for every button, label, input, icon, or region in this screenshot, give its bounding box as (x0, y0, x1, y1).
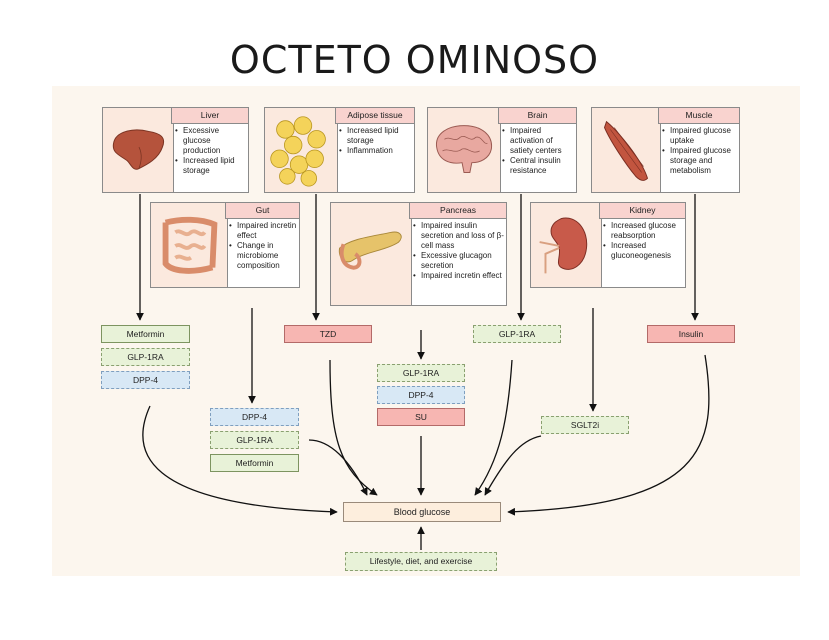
su-box: SU (377, 408, 465, 426)
kidney-bullets: Increased glucose reabsorption Increased… (599, 221, 685, 261)
muscle-card: Muscle Impaired glucose uptake Impaired … (591, 107, 740, 193)
glp1ra-pancreas-box: GLP-1RA (377, 364, 465, 382)
brain-bullet: Central insulin resistance (502, 156, 574, 176)
page-title: OCTETO OMINOSO (229, 38, 600, 82)
kidney-card: Kidney Increased glucose reabsorption In… (530, 202, 686, 288)
gut-card: Gut Impaired incretin effect Change in m… (150, 202, 300, 288)
gut-header: Gut (225, 203, 299, 219)
liver-bullet: Excessive glucose production (175, 126, 246, 156)
brain-header: Brain (498, 108, 576, 124)
liver-bullet: Increased lipid storage (175, 156, 246, 176)
brain-card: Brain Impaired activation of satiety cen… (427, 107, 577, 193)
muscle-bullets: Impaired glucose uptake Impaired glucose… (658, 126, 739, 176)
metformin-liver-box: Metformin (101, 325, 190, 343)
lifestyle-box: Lifestyle, diet, and exercise (345, 552, 497, 571)
adipose-bullet: Inflammation (339, 146, 412, 156)
brain-bullet: Impaired activation of satiety centers (502, 126, 574, 156)
kidney-bullet: Increased gluconeogenesis (603, 241, 683, 261)
gut-bullet: Impaired incretin effect (229, 221, 297, 241)
kidney-header: Kidney (599, 203, 685, 219)
liver-header: Liver (171, 108, 248, 124)
gut-bullets: Impaired incretin effect Change in micro… (225, 221, 299, 271)
gut-icon (151, 203, 228, 287)
dpp4-gut-box: DPP-4 (210, 408, 299, 426)
gut-bullet: Change in microbiome composition (229, 241, 297, 271)
adipose-bullets: Increased lipid storage Inflammation (335, 126, 414, 156)
kidney-icon (531, 203, 602, 287)
muscle-bullet: Impaired glucose storage and metabolism (662, 146, 737, 176)
sglt2i-box: SGLT2i (541, 416, 629, 434)
tzd-box: TZD (284, 325, 372, 343)
glp1ra-gut-box: GLP-1RA (210, 431, 299, 449)
adipose-bullet: Increased lipid storage (339, 126, 412, 146)
insulin-box: Insulin (647, 325, 735, 343)
pancreas-bullet: Impaired insulin secretion and loss of β… (413, 221, 504, 251)
brain-bullets: Impaired activation of satiety centers C… (498, 126, 576, 176)
blood-glucose-box: Blood glucose (343, 502, 501, 522)
liver-card: Liver Excessive glucose production Incre… (102, 107, 249, 193)
metformin-gut-box: Metformin (210, 454, 299, 472)
pancreas-bullet: Impaired incretin effect (413, 271, 504, 281)
dpp4-liver-box: DPP-4 (101, 371, 190, 389)
adipose-header: Adipose tissue (335, 108, 414, 124)
liver-icon (103, 108, 174, 192)
pancreas-card: Pancreas Impaired insulin secretion and … (330, 202, 507, 306)
pancreas-bullet: Excessive glucagon secretion (413, 251, 504, 271)
adipose-cells-icon (265, 108, 338, 192)
muscle-bullet: Impaired glucose uptake (662, 126, 737, 146)
liver-bullets: Excessive glucose production Increased l… (171, 126, 248, 176)
brain-icon (428, 108, 501, 192)
dpp4-pancreas-box: DPP-4 (377, 386, 465, 404)
muscle-header: Muscle (658, 108, 739, 124)
glp1ra-liver-box: GLP-1RA (101, 348, 190, 366)
pancreas-bullets: Impaired insulin secretion and loss of β… (409, 221, 506, 281)
glp1ra-brain-box: GLP-1RA (473, 325, 561, 343)
pancreas-icon (331, 203, 412, 305)
muscle-icon (592, 108, 661, 192)
pancreas-header: Pancreas (409, 203, 506, 219)
kidney-bullet: Increased glucose reabsorption (603, 221, 683, 241)
adipose-card: Adipose tissue Increased lipid storage I… (264, 107, 415, 193)
